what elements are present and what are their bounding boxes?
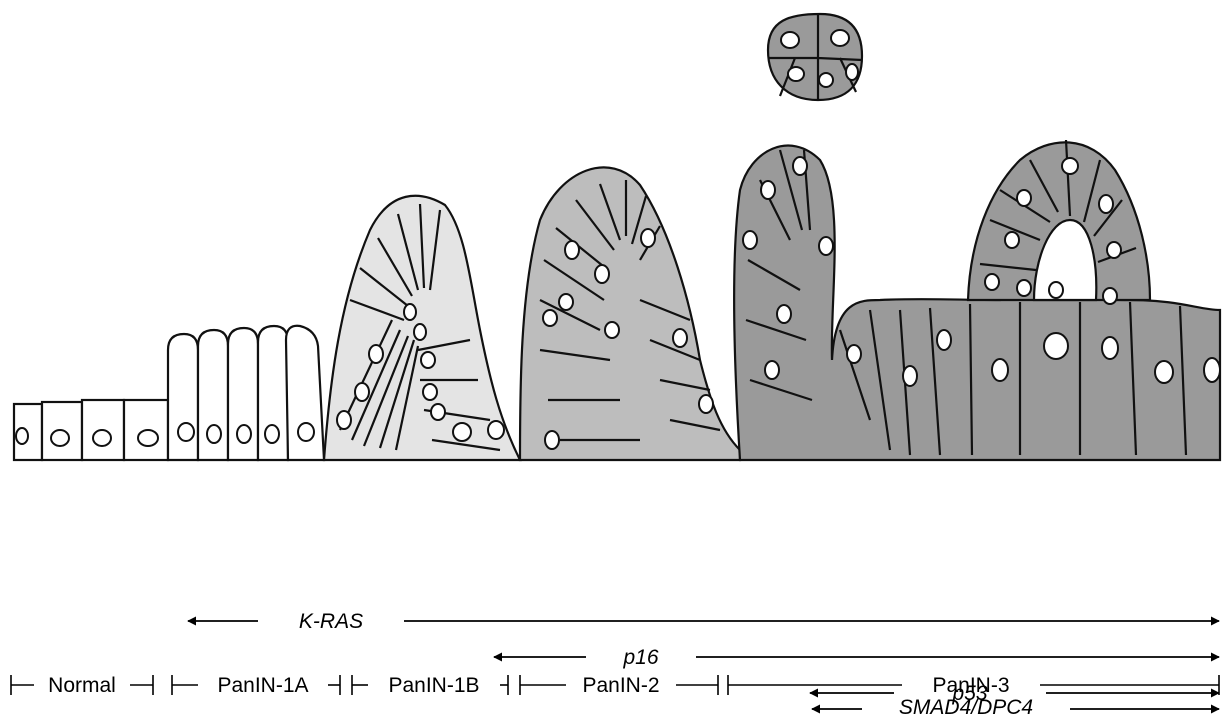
detached-cell-cluster <box>768 14 862 100</box>
nucleus <box>699 395 713 413</box>
nucleus <box>207 425 221 443</box>
nucleus <box>565 241 579 259</box>
nucleus <box>453 423 471 441</box>
nucleus <box>1062 158 1078 174</box>
nucleus <box>543 310 557 326</box>
nucleus <box>559 294 573 310</box>
nucleus <box>414 324 426 340</box>
nucleus <box>761 181 775 199</box>
nucleus <box>423 384 437 400</box>
nucleus <box>781 32 799 48</box>
nucleus <box>1017 190 1031 206</box>
nucleus <box>51 430 69 446</box>
nucleus <box>641 229 655 247</box>
panin2-fold <box>520 167 749 460</box>
nucleus <box>431 404 445 420</box>
nucleus <box>777 305 791 323</box>
nucleus <box>355 383 369 401</box>
nucleus <box>1049 282 1063 298</box>
nucleus <box>1155 361 1173 383</box>
nucleus <box>93 430 111 446</box>
nucleus <box>793 157 807 175</box>
gene-label-smad4: SMAD4/DPC4 <box>899 696 1033 716</box>
nucleus <box>595 265 609 283</box>
nucleus <box>605 322 619 338</box>
nucleus <box>673 329 687 347</box>
nucleus <box>298 423 314 441</box>
stage-label-normal: Normal <box>48 674 116 697</box>
stage-label-panin2: PanIN-2 <box>582 674 659 697</box>
nucleus <box>819 237 833 255</box>
nucleus <box>937 330 951 350</box>
nucleus <box>1102 337 1118 359</box>
gene-label-kras: K-RAS <box>299 610 363 633</box>
nucleus <box>992 359 1008 381</box>
nucleus <box>421 352 435 368</box>
nucleus <box>1005 232 1019 248</box>
stage-label-panin1b: PanIN-1B <box>388 674 479 697</box>
nucleus <box>237 425 251 443</box>
nucleus <box>1204 358 1220 382</box>
nucleus <box>16 428 28 444</box>
panin1b-fold <box>324 196 520 460</box>
nucleus <box>1044 333 1068 359</box>
gene-arrows <box>188 621 1219 709</box>
nucleus <box>138 430 158 446</box>
nucleus <box>178 423 194 441</box>
nucleus <box>488 421 504 439</box>
gene-labels: K-RAS p16 p53 SMAD4/DPC4 <box>299 610 1033 716</box>
panin1a-cells <box>168 326 324 460</box>
nucleus <box>1107 242 1121 258</box>
nucleus <box>1103 288 1117 304</box>
stage-label-panin1a: PanIN-1A <box>217 674 308 697</box>
nucleus <box>903 366 917 386</box>
nucleus <box>831 30 849 46</box>
epithelium-illustration <box>14 14 1220 460</box>
nucleus <box>1017 280 1031 296</box>
nucleus <box>765 361 779 379</box>
gene-label-p16: p16 <box>622 646 658 669</box>
nucleus <box>265 425 279 443</box>
nucleus <box>404 304 416 320</box>
nucleus <box>788 67 804 81</box>
nucleus <box>545 431 559 449</box>
nucleus <box>819 73 833 87</box>
nucleus <box>847 345 861 363</box>
nucleus <box>743 231 757 249</box>
nucleus <box>846 64 858 80</box>
nucleus <box>369 345 383 363</box>
nucleus <box>985 274 999 290</box>
nucleus <box>337 411 351 429</box>
normal-cells <box>14 400 168 460</box>
nucleus <box>1099 195 1113 213</box>
panin3-epithelium <box>734 14 1220 460</box>
